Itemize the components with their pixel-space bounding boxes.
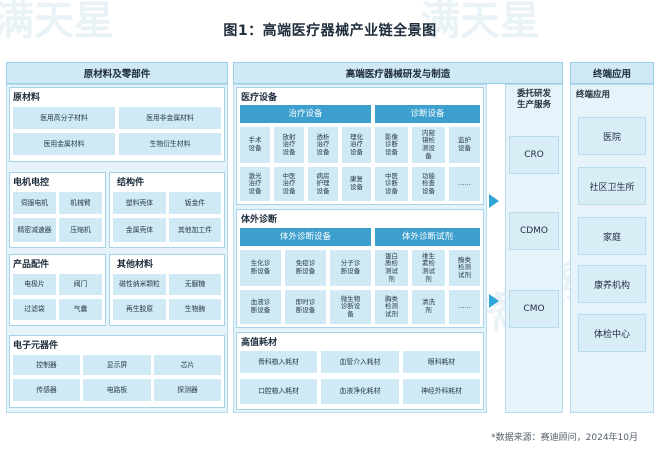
ivd-device-item: 微生物 诊断设 备 [329,289,372,325]
ivd-title: 体外诊断 [241,215,278,225]
medical-equipment-title: 医疗设备 [241,93,278,103]
electromech-item: 机械臂 [58,191,103,215]
electronics-item: 显示屏 [82,354,152,376]
ivd-device-item: 分子诊 断设备 [329,249,372,287]
outsourcing-item-cmo: CMO [509,290,559,328]
terminal-item-home: 家庭 [578,217,646,255]
ivd-reagent-item: 酶类 检测 试剂 [448,249,481,287]
ivd-reagent-item: 胸类 检测 试剂 [374,289,409,325]
therapy-item: 手术 设备 [239,126,271,164]
ivd-device-group-header: 体外诊断设备 [239,227,372,247]
diagnosis-item: 影像 诊断 设备 [374,126,409,164]
diagnosis-item: 中医 诊断 设备 [374,166,409,202]
structural-title: 结构件 [117,178,145,188]
terminal-title: 终端应用 [576,90,611,100]
electronics-item: 控制器 [12,354,81,376]
ivd-device-item: 血液诊 断设备 [239,289,282,325]
ivd-reagent-item: 维生 素检 测试 剂 [411,249,446,287]
ivd-device-item: 免疫诊 断设备 [284,249,327,287]
structural-item: 金属壳体 [112,217,167,243]
therapy-item: 透析 治疗 设备 [307,126,339,164]
terminal-item-community-clinic: 社区卫生所 [578,167,646,205]
consumable-item: 眼科耗材 [402,350,481,374]
ivd-reagent-group-header: 体外诊断试剂 [374,227,481,247]
electronics-item: 电路板 [82,378,152,402]
consumable-item: 血液净化耗材 [320,378,400,405]
other-material-item: 再生胶原 [112,298,167,321]
electromech-item: 精密减速器 [12,217,57,243]
structural-item: 其他加工件 [168,217,222,243]
flow-arrow-icon [489,294,499,308]
product-part-item: 电极片 [12,273,57,296]
consumable-item: 口腔植入耗材 [239,378,318,405]
flow-arrow-icon [489,194,499,208]
ivd-reagent-item: 清洗 剂 [411,289,446,325]
diagnosis-item: 功能 检查 设备 [411,166,446,202]
outsourcing-item-cdmo: CDMO [509,212,559,250]
outsourcing-item-cro: CRO [509,136,559,174]
diagnosis-group-header: 诊断设备 [374,104,481,124]
ivd-device-item: 即时诊 断设备 [284,289,327,325]
raw-material-item: 医用非金属材料 [118,106,222,130]
raw-material-item: 医用金属材料 [12,132,116,156]
consumable-item: 血管介入耗材 [320,350,400,374]
upstream-header: 原材料及零部件 [6,62,228,84]
therapy-item: 放射 治疗 设备 [273,126,305,164]
therapy-item: 理化 治疗 设备 [341,126,372,164]
consumable-item: 神经外科耗材 [402,378,481,405]
therapy-item: 中医 治疗 设备 [273,166,305,202]
other-material-item: 生物酶 [168,298,222,321]
raw-material-item: 生物衍生材料 [118,132,222,156]
structural-item: 钣金件 [168,191,222,215]
other-material-item: 磁性纳米颗粒 [112,273,167,296]
ivd-reagent-item: …… [448,289,481,325]
page-title: 图1：高端医疗器械产业链全景图 [223,23,437,39]
therapy-item: 激光 治疗 设备 [239,166,271,202]
other-material-item: 无脲糖 [168,273,222,296]
midstream-header: 高端医疗器械研发与制造 [233,62,563,84]
terminal-item-health-checkup: 体检中心 [578,314,646,352]
diagnosis-item: 监护 设备 [448,126,481,164]
electronics-title: 电子元器件 [13,341,59,351]
product-part-item: 过滤袋 [12,298,57,321]
electromech-item: 伺服电机 [12,191,57,215]
other-materials-title: 其他材料 [117,260,154,270]
consumable-item: 骨科植入耗材 [239,350,318,374]
product-parts-title: 产品配件 [13,260,50,270]
therapy-group-header: 治疗设备 [239,104,372,124]
electromech-title: 电机电控 [13,178,50,188]
product-part-item: 气囊 [58,298,103,321]
ivd-reagent-item: 蛋白 质检 测试 剂 [374,249,409,287]
data-source-note: *数据来源：赛迪顾问，2024年10月 [491,433,638,443]
terminal-item-elderly-care: 康养机构 [578,265,646,303]
raw-material-item: 医用高分子材料 [12,106,116,130]
diagnosis-item: …… [448,166,481,202]
therapy-item: 康复 设备 [341,166,372,202]
consumables-title: 高值耗材 [241,338,278,348]
ivd-device-item: 生化诊 断设备 [239,249,282,287]
electronics-item: 探测器 [153,378,222,402]
product-part-item: 阀门 [58,273,103,296]
terminal-header: 终端应用 [570,62,654,84]
terminal-item-hospital: 医院 [578,117,646,155]
raw-materials-title: 原材料 [13,93,41,103]
electromech-item: 压缩机 [58,217,103,243]
electronics-item: 传感器 [12,378,81,402]
electronics-item: 芯片 [153,354,222,376]
diagnosis-item: 内窥 镜检 测设 备 [411,126,446,164]
structural-item: 塑料壳体 [112,191,167,215]
therapy-item: 病房 护理 设备 [307,166,339,202]
outsourcing-title: 委托研发 生产服务 [516,89,551,110]
